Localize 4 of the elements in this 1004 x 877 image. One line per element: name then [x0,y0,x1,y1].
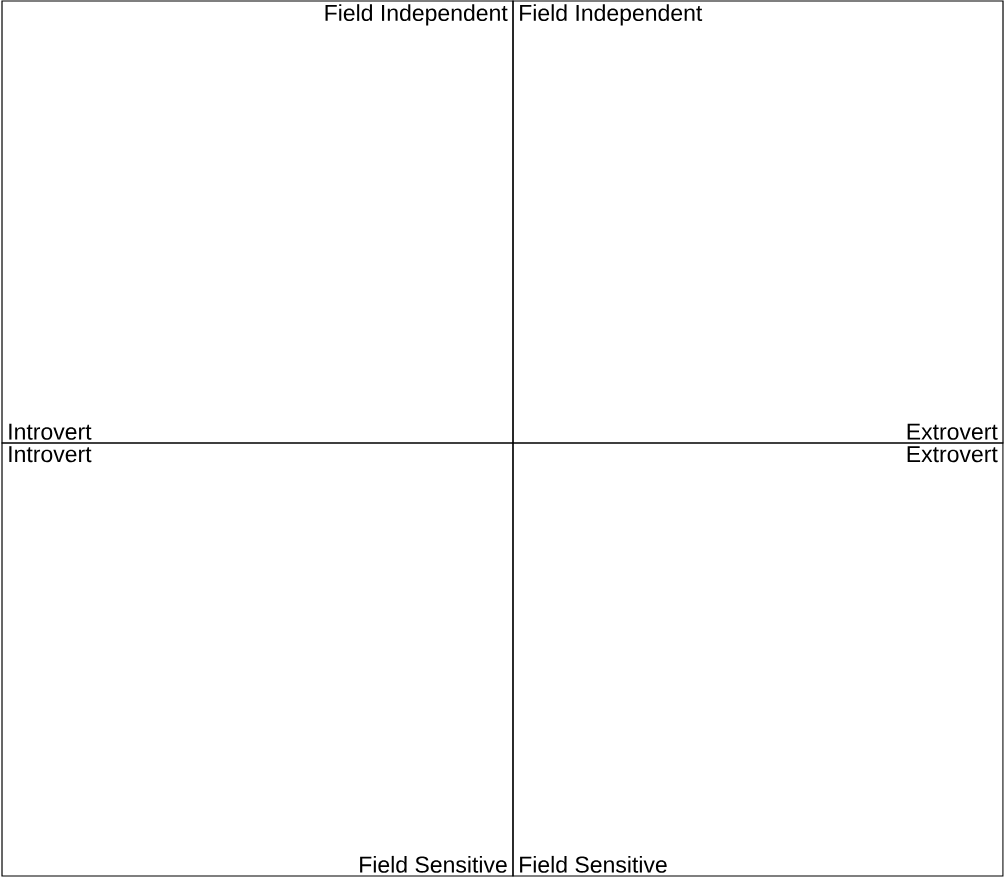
quadrant-box: Field Independent Extrovert [512,0,1004,444]
quadrant-box: Introvert Field Sensitive [1,442,514,877]
quadrant-box: Extrovert Field Sensitive [512,442,1004,877]
quadrant-box: Field Independent Introvert [1,0,514,444]
